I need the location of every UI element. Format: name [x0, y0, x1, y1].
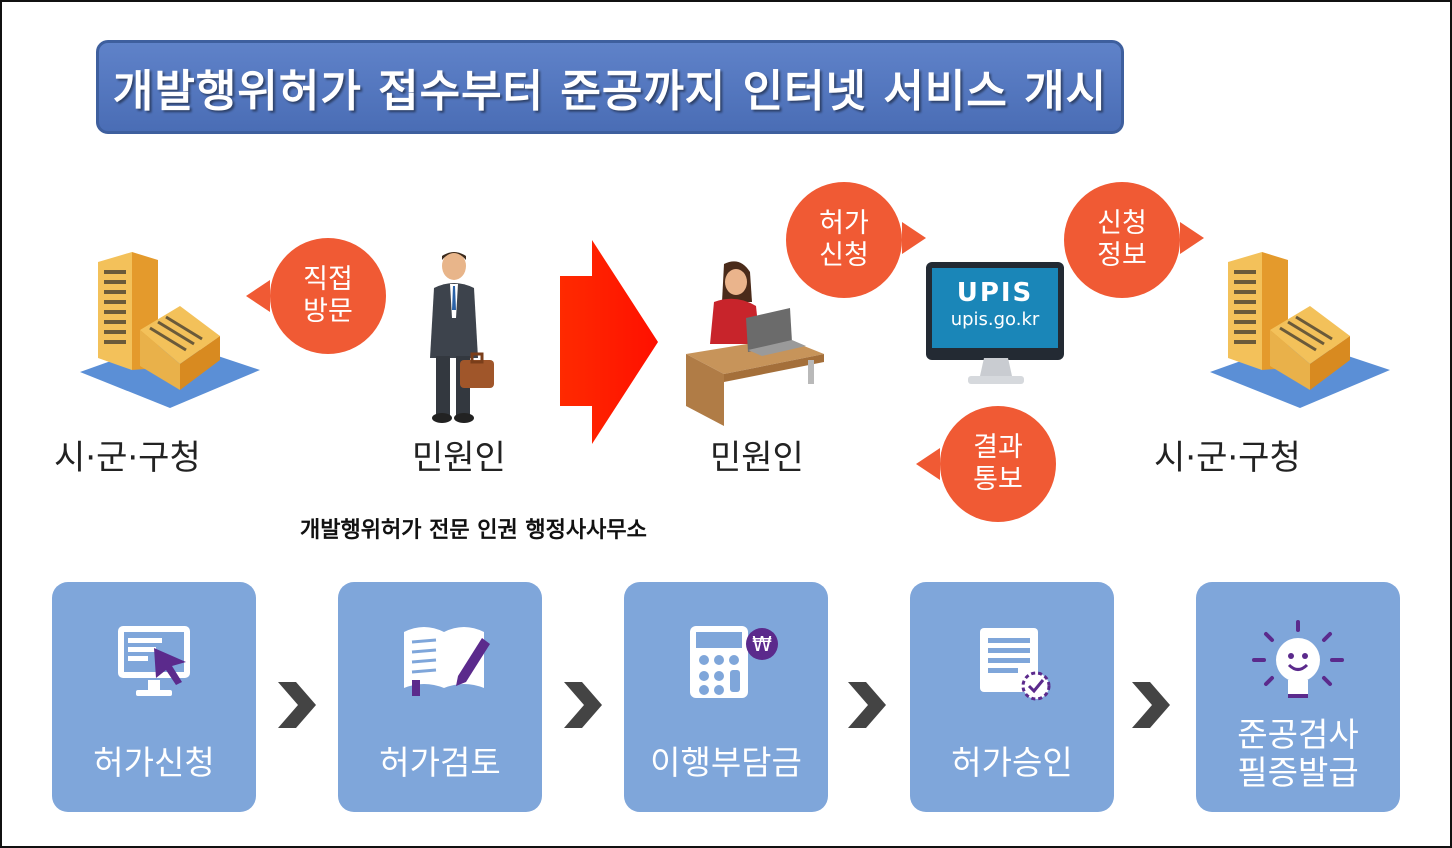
upis-monitor: UPIS upis.go.kr [926, 262, 1064, 360]
result-bubble: 결과 통보 [940, 406, 1056, 522]
businessman-icon [420, 248, 500, 428]
result-bubble-line1: 결과 [940, 432, 1056, 464]
calculator-won-icon: ₩ [686, 622, 782, 702]
result-bubble-line2: 통보 [940, 464, 1056, 496]
office-note: 개발행위허가 전문 인권 행정사사무소 [300, 512, 647, 544]
info-bubble-line1: 신청 [1064, 208, 1180, 240]
book-pen-icon [398, 620, 494, 700]
step-5-label-line2: 필증발급 [1196, 754, 1400, 792]
upis-screen: UPIS upis.go.kr [932, 268, 1058, 348]
left-building-icon [70, 240, 270, 410]
right-building-icon [1200, 240, 1400, 410]
monitor-cursor-icon [114, 622, 196, 702]
right-office-label: 시·군·구청 [1154, 430, 1301, 479]
chevron-right-icon [562, 682, 602, 728]
upis-url: upis.go.kr [932, 308, 1058, 332]
step-4-label: 허가승인 [910, 744, 1114, 782]
visit-pointer [246, 280, 270, 312]
info-bubble: 신청 정보 [1064, 182, 1180, 298]
step-3-label: 이행부담금 [624, 744, 828, 782]
result-pointer [916, 448, 940, 480]
step-performance-charge: ₩ 이행부담금 [624, 582, 828, 812]
chevron-right-icon [276, 682, 316, 728]
lightbulb-icon [1252, 620, 1344, 704]
title-banner: 개발행위허가 접수부터 준공까지 인터넷 서비스 개시 [96, 40, 1124, 134]
apply-bubble: 허가 신청 [786, 182, 902, 298]
step-permit-review: 허가검토 [338, 582, 542, 812]
upis-logo: UPIS [932, 278, 1058, 308]
monitor-stand-icon [960, 358, 1032, 388]
visit-bubble-line2: 방문 [270, 296, 386, 328]
apply-bubble-line1: 허가 [786, 208, 902, 240]
step-2-label: 허가검토 [338, 744, 542, 782]
step-permit-approval: 허가승인 [910, 582, 1114, 812]
step-completion-certificate: 준공검사 필증발급 [1196, 582, 1400, 812]
apply-bubble-line2: 신청 [786, 240, 902, 272]
right-person-label: 민원인 [710, 430, 804, 479]
step-5-label-line1: 준공검사 [1196, 716, 1400, 754]
visit-bubble-line1: 직접 [270, 264, 386, 296]
step-1-label: 허가신청 [52, 744, 256, 782]
svg-text:₩: ₩ [752, 632, 772, 656]
big-arrow-icon [558, 238, 660, 446]
banner-title: 개발행위허가 접수부터 준공까지 인터넷 서비스 개시 [113, 55, 1107, 119]
info-bubble-line2: 정보 [1064, 240, 1180, 272]
left-person-label: 민원인 [412, 430, 506, 479]
chevron-right-icon [846, 682, 886, 728]
visit-bubble: 직접 방문 [270, 238, 386, 354]
document-check-icon [976, 622, 1060, 702]
left-office-label: 시·군·구청 [54, 430, 201, 479]
step-permit-application: 허가신청 [52, 582, 256, 812]
apply-pointer [902, 222, 926, 254]
chevron-right-icon [1130, 682, 1170, 728]
